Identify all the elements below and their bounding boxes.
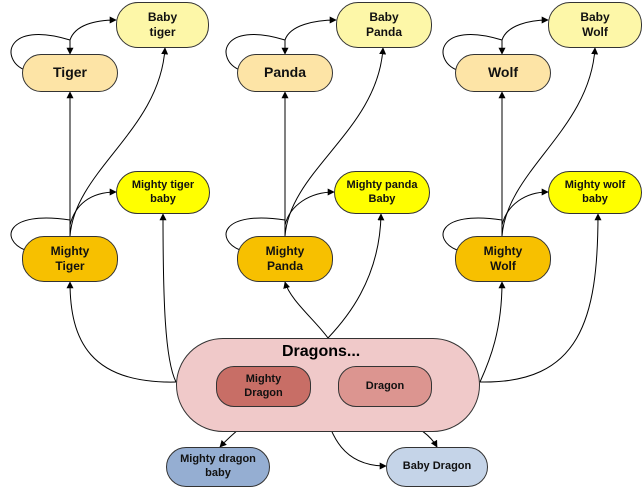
mighty-panda-self-loop (225, 217, 286, 251)
dragons-to-mighty-wolf-arrow (479, 281, 506, 383)
node-baby-wolf: Baby Wolf (548, 2, 642, 48)
dragons-to-mighty-tiger-arrow (66, 281, 177, 383)
dragons-to-mighty-panda-arrow (283, 281, 329, 339)
node-mighty-dragon: Mighty Dragon (216, 366, 311, 407)
tiger-self-loop (10, 34, 74, 71)
dragons-group-title: Dragons... (282, 343, 361, 360)
node-mighty-wolf: Mighty Wolf (455, 236, 551, 282)
node-tiger: Tiger (22, 54, 118, 92)
node-dragon: Dragon (338, 366, 432, 407)
tiger-to-baby-tiger-arrow (69, 16, 117, 41)
node-baby-panda: Baby Panda (336, 2, 432, 48)
dragons-to-mighty-panda-baby-arrow (327, 213, 385, 339)
node-mighty-wolf-baby: Mighty wolf baby (548, 171, 642, 214)
node-baby-tiger: Baby tiger (116, 2, 209, 48)
node-mighty-tiger-baby: Mighty tiger baby (116, 171, 210, 214)
node-mighty-tiger: Mighty Tiger (22, 236, 118, 282)
node-mighty-panda-baby: Mighty panda Baby (334, 171, 430, 214)
mighty-wolf-to-mighty-wolf-baby-arrow (501, 188, 549, 226)
node-wolf: Wolf (455, 54, 551, 92)
node-panda: Panda (237, 54, 333, 92)
node-mighty-dragon-baby: Mighty dragon baby (166, 447, 270, 487)
panda-self-loop (225, 34, 289, 71)
mighty-tiger-self-loop (10, 217, 71, 251)
wolf-self-loop (442, 34, 506, 71)
dragons-to-mighty-tiger-baby-arrow (159, 213, 177, 383)
mighty-panda-to-mighty-panda-baby-arrow (284, 188, 335, 226)
panda-to-baby-panda-arrow (284, 16, 337, 41)
dragons-to-mighty-wolf-baby-arrow (479, 213, 602, 383)
mighty-tiger-to-mighty-tiger-baby-arrow (69, 188, 117, 226)
mighty-wolf-self-loop (442, 217, 503, 251)
node-baby-dragon: Baby Dragon (386, 447, 488, 487)
wolf-to-baby-wolf-arrow (501, 16, 549, 41)
node-mighty-panda: Mighty Panda (237, 236, 333, 282)
